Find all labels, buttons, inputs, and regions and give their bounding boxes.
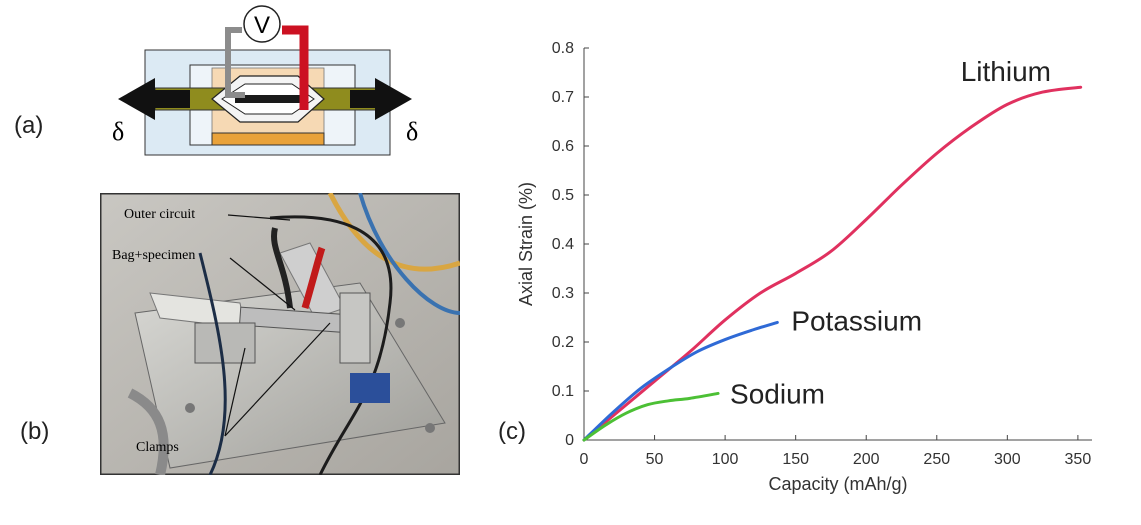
screw [425,423,435,433]
lower-left-rod [127,388,169,475]
voltmeter-symbol: V [254,12,270,39]
voltmeter [243,5,281,43]
series-line-lithium [582,85,1083,442]
positive-wire [282,25,309,110]
clamps-pointer-right [224,322,331,437]
base-plate [211,132,325,146]
clamps-label: Clamps [136,440,179,455]
right-clamp [339,292,371,364]
y-tick-label: 0.3 [552,285,574,302]
blue-cable [358,193,460,315]
series-label-sodium: Sodium [730,378,825,409]
black-lead [271,227,293,309]
series-label-lithium: Lithium [961,56,1051,87]
panel-label-b: (b) [20,418,50,445]
x-tick-label: 250 [923,451,950,468]
screw [395,318,405,328]
x-tick-label: 0 [580,451,589,468]
x-tick-label: 300 [994,451,1021,468]
clamps-pointer-left [224,347,246,437]
screw [185,403,195,413]
left-displacement-arrow [118,78,190,120]
circuit-cable [269,215,393,475]
y-tick-label: 0.2 [552,334,574,351]
left-clamp [194,322,256,364]
x-tick-label: 100 [712,451,739,468]
y-tick-label: 0.5 [552,187,574,204]
y-axis-label: Axial Strain (%) [516,182,536,306]
y-tick-label: 0.4 [552,236,574,253]
red-lead [301,246,326,309]
y-tick-label: 0.7 [552,89,574,106]
dark-cable [198,252,227,475]
right-displacement-arrow [350,78,412,120]
bag-specimen-label: Bag+specimen [112,248,195,263]
panel-label-a: (a) [14,112,44,139]
strain-capacity-chart: 0 50 100 150 200 250 300 350 0 0.1 0.2 0.3 0.4 0.5 0.6… [516,40,1092,494]
left-delta: δ [112,117,124,146]
series-line-sodium [582,391,720,442]
negative-wire [225,27,245,98]
x-axis-label: Capacity (mAh/g) [768,474,907,494]
outer-circuit-pointer [227,214,291,221]
series-line-potassium [582,320,779,442]
specimen [235,95,305,103]
series-label-potassium: Potassium [791,305,922,336]
bag-specimen-pointer [229,257,296,311]
test-rig-photo: Outer circuit Bag+specimen Clamps [100,193,460,475]
x-tick-label: 200 [853,451,880,468]
panel-label-c: (c) [498,418,526,445]
y-tick-label: 0 [565,432,574,449]
test-rig-schematic: V δ δ [112,5,418,156]
blue-connector [350,373,390,403]
y-tick-label: 0.1 [552,383,574,400]
x-tick-label: 150 [782,451,809,468]
x-tick-label: 350 [1065,451,1092,468]
outer-circuit-label: Outer circuit [124,207,195,222]
x-tick-label: 50 [646,451,664,468]
y-tick-label: 0.8 [552,40,574,57]
right-delta: δ [406,117,418,146]
y-tick-label: 0.6 [552,138,574,155]
